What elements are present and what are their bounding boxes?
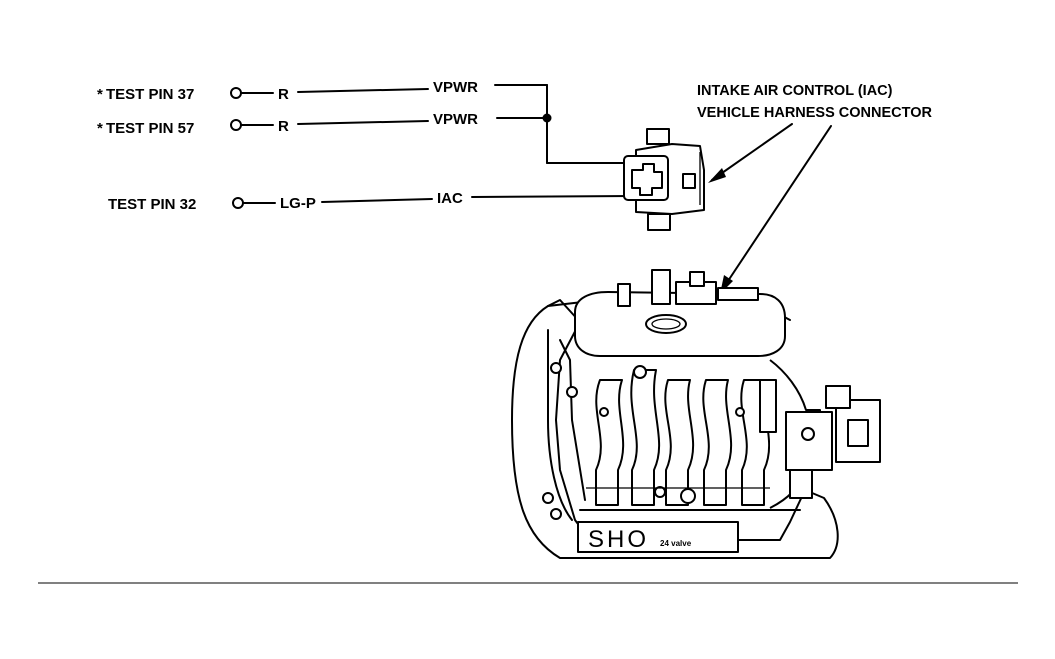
pin-prefix-37: *	[97, 86, 103, 103]
wire-color-32: LG-P	[280, 195, 316, 212]
pin-label-32: TEST PIN 32	[108, 196, 196, 213]
pin-terminal-37	[230, 87, 242, 99]
callout-line-1: INTAKE AIR CONTROL (IAC)	[697, 83, 893, 99]
wire-signal-37: VPWR	[433, 79, 478, 96]
wire-32-a	[321, 198, 433, 203]
test-pin-37-row: * TEST PIN 37 R VPWR	[97, 79, 548, 103]
wire-57-a	[297, 120, 429, 125]
wire-37-a	[297, 88, 429, 93]
callout-line-2: VEHICLE HARNESS CONNECTOR	[697, 105, 933, 121]
leader-to-engine	[723, 125, 832, 288]
wire-color-37: R	[278, 86, 289, 103]
sho-cover-plate	[577, 521, 739, 553]
pin-terminal-57	[230, 119, 242, 131]
test-pin-32-row: TEST PIN 32 LG-P IAC	[108, 190, 635, 213]
iac-callout: INTAKE AIR CONTROL (IAC) VEHICLE HARNESS…	[697, 83, 933, 294]
sho-cover-text: SHO	[588, 526, 649, 553]
ford-oval-logo	[645, 314, 687, 334]
arrowhead-connector	[708, 168, 726, 183]
iac-connector-icon	[623, 128, 705, 231]
leader-to-connector	[711, 123, 793, 181]
splice-dot	[542, 113, 552, 123]
vpwr-splice	[542, 84, 635, 164]
wire-32-b	[471, 195, 635, 198]
engine-illustration: SHO 24 valve	[511, 269, 881, 559]
test-pin-57-row: * TEST PIN 57 R VPWR	[97, 111, 548, 137]
wire-signal-32: IAC	[437, 190, 463, 207]
pin-terminal-32	[232, 197, 244, 209]
wire-signal-57: VPWR	[433, 111, 478, 128]
pin-label-37: TEST PIN 37	[106, 86, 194, 103]
pin-prefix-57: *	[97, 120, 103, 137]
wire-color-57: R	[278, 118, 289, 135]
pin-label-57: TEST PIN 57	[106, 120, 194, 137]
sho-cover-subtext: 24 valve	[660, 539, 692, 548]
